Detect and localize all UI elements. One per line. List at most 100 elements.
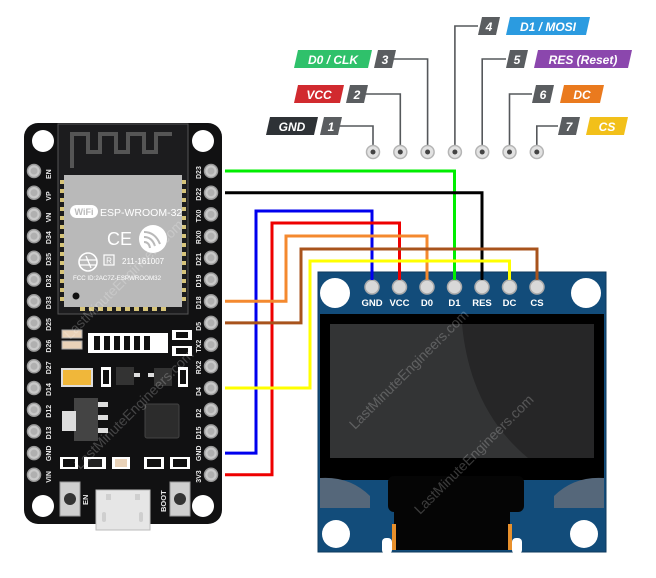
module-pad xyxy=(161,305,166,311)
cert-number: 211-161007 xyxy=(122,257,165,266)
oled-pin-gnd xyxy=(364,279,380,295)
esp32-pin-label: D26 xyxy=(46,340,53,353)
pin1-marker xyxy=(72,292,80,300)
pin-function-tag xyxy=(560,85,604,103)
esp32-pin-label: D34 xyxy=(46,231,53,244)
esp32-pin-label: D27 xyxy=(46,361,53,374)
fcc-id: FCC ID:2AC7Z-ESPWROOM32 xyxy=(73,275,162,282)
mounting-hole xyxy=(192,130,214,152)
en-button[interactable] xyxy=(59,481,81,517)
module-pad xyxy=(180,225,186,229)
pin-number: 1 xyxy=(328,120,335,134)
esp32-pin-label: D14 xyxy=(46,383,53,396)
module-pad xyxy=(60,189,66,193)
esp32-pin-label: RX0 xyxy=(196,230,203,244)
module-pad xyxy=(180,252,186,256)
oled-pin-label: DC xyxy=(503,298,517,309)
module-pad xyxy=(60,270,66,274)
esp32-pin-label: GND xyxy=(46,446,53,462)
pin-number: 3 xyxy=(382,53,389,67)
esp32-pin-label: TX2 xyxy=(196,340,203,353)
boot-button[interactable] xyxy=(169,481,191,517)
oled-pin-label: VCC xyxy=(389,298,409,309)
antenna-trace xyxy=(70,132,172,168)
ce-mark: CE xyxy=(107,229,132,249)
r-mark: R xyxy=(106,257,112,266)
pin-function-label: CS xyxy=(599,120,616,134)
module-pad xyxy=(60,234,66,238)
module-pad xyxy=(180,180,186,184)
esp32-pin-label: D19 xyxy=(196,275,203,288)
module-pad xyxy=(60,288,66,292)
ribbon-connector xyxy=(388,476,524,512)
module-pad xyxy=(89,305,94,311)
pin-number: 7 xyxy=(566,120,574,134)
pin-function-label: GND xyxy=(279,120,306,134)
micro-usb-port xyxy=(95,489,151,531)
telec-mark-icon xyxy=(78,252,98,272)
esp32-pin-label: D33 xyxy=(46,296,53,309)
pin-number-badge xyxy=(558,117,580,135)
module-pad xyxy=(60,225,66,229)
legend-pin-1: 1 GND xyxy=(266,117,381,160)
pin-number: 6 xyxy=(540,88,547,102)
mounting-hole xyxy=(32,130,54,152)
pin-number: 5 xyxy=(514,53,521,67)
esp32-pin-label: D12 xyxy=(46,405,53,418)
wire-d18-to-d0 xyxy=(225,234,429,303)
esp32-pin-label: D25 xyxy=(46,318,53,331)
esp32-pin-label: D21 xyxy=(196,253,203,266)
r-mark-box xyxy=(103,254,115,266)
mounting-hole xyxy=(32,495,54,517)
module-pad xyxy=(180,216,186,220)
pin-number-badge xyxy=(346,85,368,103)
module-pad xyxy=(180,279,186,283)
wire-d5-to-cs xyxy=(225,247,539,325)
wifi-badge-text: WiFi xyxy=(75,207,94,217)
module-pad xyxy=(116,305,121,311)
esp32-pin-label: GND xyxy=(196,446,203,462)
esp32-pin-label: D32 xyxy=(46,275,53,288)
module-pad xyxy=(152,305,157,311)
oled-pin-label: RES xyxy=(472,298,492,309)
legend-pin-6: 6 DC xyxy=(502,85,604,160)
module-pad xyxy=(60,297,66,301)
mounting-hole xyxy=(192,495,214,517)
pin-function-tag xyxy=(266,117,318,135)
esp32-pin-label: D18 xyxy=(196,296,203,309)
ribbon-cable xyxy=(394,510,510,550)
wire-gnd-to-gnd xyxy=(225,209,374,455)
pin-function-label: D1 / MOSI xyxy=(520,20,577,34)
en-button-label: EN xyxy=(81,495,90,505)
wire-d4-to-dc xyxy=(225,259,511,390)
pin-function-tag xyxy=(506,17,590,35)
mounting-hole xyxy=(320,278,350,308)
module-pad xyxy=(180,261,186,265)
pin-number-badge xyxy=(374,50,396,68)
pin-function-label: DC xyxy=(573,88,591,102)
module-pad xyxy=(125,305,130,311)
oled-pin-cs xyxy=(529,279,545,295)
esp32-pin-label: D15 xyxy=(196,426,203,439)
pin-number: 4 xyxy=(485,20,493,34)
esp32-pin-label: EN xyxy=(46,169,53,179)
esp32-pin-label: VP xyxy=(46,191,53,201)
module-pad xyxy=(60,279,66,283)
module-pad xyxy=(180,189,186,193)
pin-number-badge xyxy=(532,85,554,103)
pin-number-badge xyxy=(320,117,342,135)
module-pad xyxy=(107,305,112,311)
pin-function-tag xyxy=(294,85,344,103)
module-pad xyxy=(180,297,186,301)
pin-function-label: RES (Reset) xyxy=(549,53,618,67)
module-pad xyxy=(80,305,85,311)
esp32-header-pins: ENVPVND34D35D32D33D25D26D27D14D12D13GNDV… xyxy=(26,163,219,483)
wifi-logo-icon xyxy=(70,205,98,218)
module-pad xyxy=(60,198,66,202)
legend-pin-4: 4 D1 / MOSI xyxy=(447,17,590,160)
esp32-pin-label: VN xyxy=(46,213,53,223)
esp32-board: WiFi ESP-WROOM-32 CE R 211-161007 FCC ID… xyxy=(24,123,222,531)
